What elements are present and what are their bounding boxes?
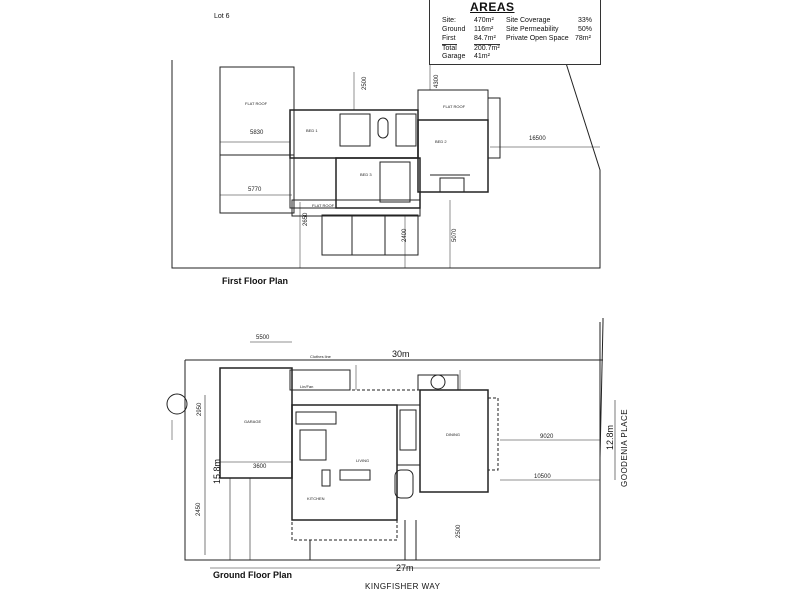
area-row-value: 116m² <box>474 26 494 33</box>
room-label: DINING <box>446 432 460 437</box>
area-row-label: Ground <box>442 26 466 33</box>
room-label: BED 2 <box>435 139 447 144</box>
dimension-label: 2400 <box>402 228 408 242</box>
dimension-label: 2450 <box>196 502 202 516</box>
dimension-label: 2650 <box>303 212 309 226</box>
dimension-label: 2500 <box>362 76 368 90</box>
area-row-value: 78m² <box>575 35 591 42</box>
area-row-value: 84.7m² <box>474 35 496 42</box>
room-label: FLAT ROOF <box>312 203 335 208</box>
dimension-label: 10500 <box>534 474 551 480</box>
area-row-value: 33% <box>578 17 593 24</box>
dimension-label: 5500 <box>256 335 270 341</box>
room-label: KITCHEN <box>307 496 325 501</box>
area-row-label: Garage <box>442 53 466 60</box>
lot-depth-label: 15.8m <box>212 458 222 484</box>
area-row-label: Site: <box>442 17 457 24</box>
area-row-label: Site Coverage <box>506 17 551 24</box>
dimension-label: 2500 <box>456 524 462 538</box>
areas-table: AREAS Site: 470m² Ground 116m² First 84.… <box>429 0 601 65</box>
room-label: BED 3 <box>360 172 372 177</box>
ground-floor-title: Ground Floor Plan <box>213 570 292 580</box>
area-row-value: 200.7m² <box>474 44 500 52</box>
area-row-value: 41m² <box>474 53 490 60</box>
dimension-label: 5770 <box>248 187 262 193</box>
street-name-right: GOODENIA PLACE <box>620 408 629 487</box>
area-row-value: 470m² <box>474 17 494 24</box>
areas-title: AREAS <box>470 0 515 14</box>
dimension-label: 4300 <box>434 74 440 88</box>
area-row-label: Private Open Space <box>506 35 569 42</box>
dimension-label: 16500 <box>529 136 546 142</box>
area-row-value: 50% <box>578 26 593 33</box>
dimension-label: 9020 <box>540 434 554 440</box>
area-row-label: Site Permeability <box>506 26 559 33</box>
room-label: FLAT ROOF <box>443 104 466 109</box>
room-label: FLAT ROOF <box>245 101 268 106</box>
room-label: GARAGE <box>244 419 262 424</box>
first-floor-title: First Floor Plan <box>222 276 289 286</box>
frontage-label: 27m <box>396 563 414 573</box>
area-row-label: Total <box>442 44 457 52</box>
room-label: BED 1 <box>306 128 318 133</box>
side-boundary-label: 12.8m <box>605 424 615 450</box>
dimension-label: 5830 <box>250 130 264 136</box>
lot-label: Lot 6 <box>214 13 230 20</box>
street-name-bottom: KINGFISHER WAY <box>365 582 441 591</box>
dimension-label: 2950 <box>197 402 203 416</box>
lot-width-label: 30m <box>392 349 410 359</box>
area-row-label: First <box>442 35 456 42</box>
note-label: Lin/Fan <box>300 384 314 389</box>
dimension-label: 3600 <box>253 464 267 470</box>
dimension-label: 5070 <box>452 228 458 242</box>
room-label: LIVING <box>356 458 370 463</box>
note-label: Clothes line <box>310 354 331 359</box>
